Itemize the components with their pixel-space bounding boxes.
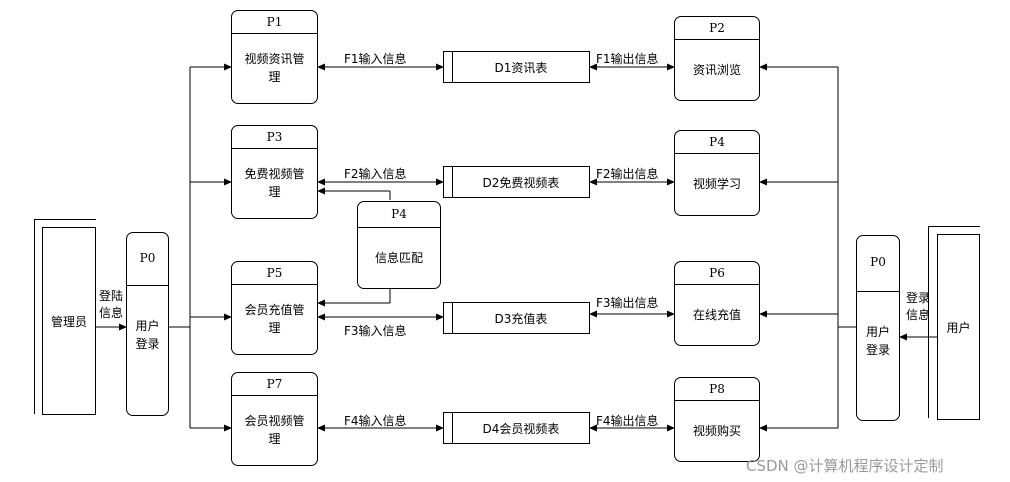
process-p7-id: P7 <box>232 373 317 396</box>
process-p1-name: 视频资讯管 理 <box>238 33 311 103</box>
user-entity-shadow <box>928 226 980 418</box>
process-p4-video-study: P4 视频学习 <box>674 130 760 216</box>
process-p1-name-line2: 理 <box>268 70 281 84</box>
flow-f4-in: F4输入信息 <box>344 414 407 428</box>
process-p5: P5 会员充值管 理 <box>231 261 318 355</box>
store-d2: D2免费视频表 <box>443 166 590 198</box>
process-p6: P6 在线充值 <box>674 261 760 346</box>
flow-f1-out: F1输出信息 <box>596 52 659 66</box>
process-p2-name: 资讯浏览 <box>692 62 741 77</box>
process-p8: P8 视频购买 <box>674 377 760 462</box>
flow-f3-out: F3输出信息 <box>596 296 659 310</box>
process-p3-id: P3 <box>232 126 317 149</box>
admin-entity-label: 管理员 <box>50 314 87 329</box>
admin-entity-shadow <box>34 219 96 414</box>
store-d3-label: D3充值表 <box>494 311 548 326</box>
flow-f2-out: F2输出信息 <box>596 167 659 181</box>
process-p0-right-id: P0 <box>857 236 899 292</box>
process-p6-id: P6 <box>675 262 759 285</box>
store-d1-label: D1资讯表 <box>494 60 548 75</box>
flow-f2-in: F2输入信息 <box>344 167 407 181</box>
process-p5-name: 会员充值管 理 <box>238 284 311 354</box>
process-p5-name-line1: 会员充值管 <box>244 303 305 317</box>
flow-f4-out: F4输出信息 <box>596 414 659 428</box>
store-d4-label: D4会员视频表 <box>482 421 560 436</box>
process-p2-id: P2 <box>675 17 759 40</box>
process-p1-name-line1: 视频资讯管 <box>244 52 305 66</box>
process-p7: P7 会员视频管 理 <box>231 372 318 466</box>
store-d1: D1资讯表 <box>443 51 590 83</box>
process-p1-id: P1 <box>232 11 317 34</box>
admin-login-label-line1: 登陆 <box>98 289 123 303</box>
store-d4: D4会员视频表 <box>443 412 590 444</box>
process-p7-name-line1: 会员视频管 <box>244 414 305 428</box>
admin-login-label-line2: 信息 <box>98 306 123 320</box>
process-p5-id: P5 <box>232 262 317 285</box>
process-p0-left-id: P0 <box>127 233 168 286</box>
process-p0-right-name-line1: 用户 <box>865 324 890 339</box>
process-p4-video-study-id: P4 <box>675 131 759 154</box>
process-p3: P3 免费视频管 理 <box>231 125 318 219</box>
process-p7-name-line2: 理 <box>268 432 281 446</box>
admin-entity: 管理员 <box>42 227 96 415</box>
process-p2: P2 资讯浏览 <box>674 16 760 101</box>
process-p0-left-name: 用户 登录 <box>129 285 166 415</box>
process-p4-video-study-name: 视频学习 <box>692 177 741 191</box>
process-p0-right: P0 用户 登录 <box>856 235 900 421</box>
process-p0-right-name-line2: 登录 <box>865 342 890 357</box>
flow-f3-in: F3输入信息 <box>344 324 407 338</box>
flow-f1-in: F1输入信息 <box>344 52 407 66</box>
process-p3-name-line1: 免费视频管 <box>244 167 305 181</box>
process-p3-name-line2: 理 <box>268 185 281 199</box>
process-p4-info-match-name: 信息匹配 <box>374 250 423 265</box>
process-p7-name: 会员视频管 理 <box>238 395 311 465</box>
process-p8-id: P8 <box>675 378 759 401</box>
user-login-label-line1: 登录 <box>905 291 930 305</box>
process-p0-left-name-line2: 登录 <box>135 337 160 351</box>
process-p0-right-name: 用户 登录 <box>859 291 897 420</box>
process-p6-name: 在线充值 <box>692 307 741 322</box>
process-p3-name: 免费视频管 理 <box>238 148 311 218</box>
watermark: CSDN @计算机程序设计定制 <box>746 457 944 475</box>
process-p4-info-match-id: P4 <box>358 202 440 228</box>
user-entity: 用户 <box>937 234 980 420</box>
store-d2-label: D2免费视频表 <box>482 175 560 190</box>
process-p0-left: P0 用户 登录 <box>126 232 169 416</box>
process-p4-info-match: P4 信息匹配 <box>357 201 441 289</box>
user-entity-label: 用户 <box>946 320 971 335</box>
process-p5-name-line2: 理 <box>268 321 281 335</box>
process-p1: P1 视频资讯管 理 <box>231 10 318 104</box>
process-p0-left-name-line1: 用户 <box>135 319 160 333</box>
process-p8-name: 视频购买 <box>692 423 741 438</box>
store-d3: D3充值表 <box>443 302 590 334</box>
user-login-label-line2: 信息 <box>905 308 930 322</box>
user-login-label: 登录 信息 <box>903 290 933 324</box>
admin-login-label: 登陆 信息 <box>96 288 126 322</box>
